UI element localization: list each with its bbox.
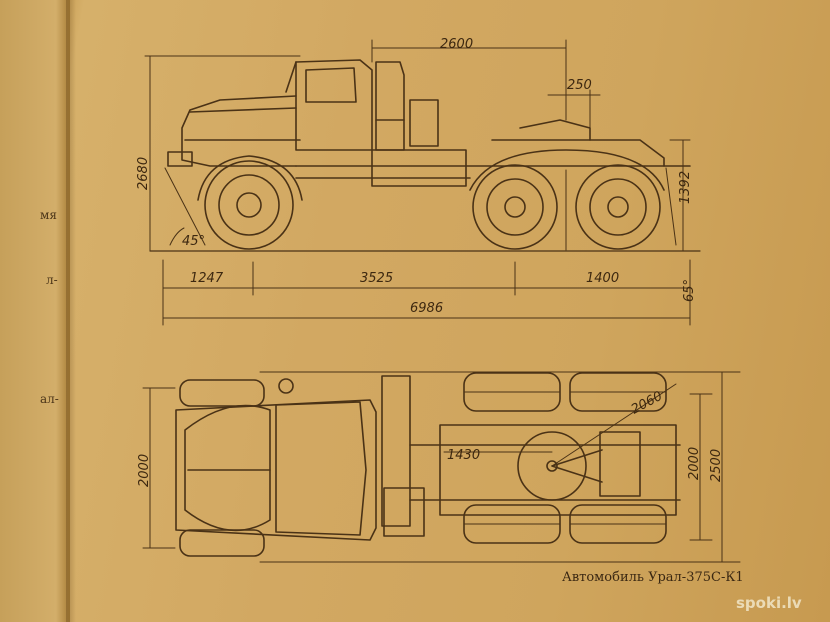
dim-2000-front: 2000 [137, 454, 152, 487]
left-page-text-fragment: л- [46, 273, 58, 287]
dim-1430: 1430 [447, 448, 480, 463]
dim-2600: 2600 [440, 37, 473, 52]
side-view [149, 59, 701, 252]
dim-2060: 2060 [629, 389, 665, 418]
left-page-text-fragment: ал- [40, 392, 59, 406]
plan-dimension-lines [142, 371, 741, 563]
dim-1392: 1392 [678, 171, 693, 204]
dim-6986: 6986 [410, 301, 443, 316]
dim-2500: 2500 [709, 449, 724, 482]
dim-1247: 1247 [190, 271, 224, 286]
plan-view [175, 372, 681, 557]
dim-45-deg: 45° [182, 234, 205, 249]
page-gutter [66, 0, 76, 622]
dim-2000-rear: 2000 [687, 447, 702, 480]
figure-caption: Автомобиль Урал-375С-К1 [562, 570, 744, 585]
left-page [0, 0, 70, 622]
dim-250: 250 [567, 78, 592, 93]
dim-3525: 3525 [360, 271, 393, 286]
watermark-logo: spoki.lv [736, 594, 802, 612]
dim-65-deg: 65° [682, 279, 697, 302]
dim-2680: 2680 [136, 157, 151, 190]
left-page-text-fragment: мя [40, 208, 57, 222]
dim-1400: 1400 [586, 271, 619, 286]
side-dimension-lines [144, 39, 691, 326]
